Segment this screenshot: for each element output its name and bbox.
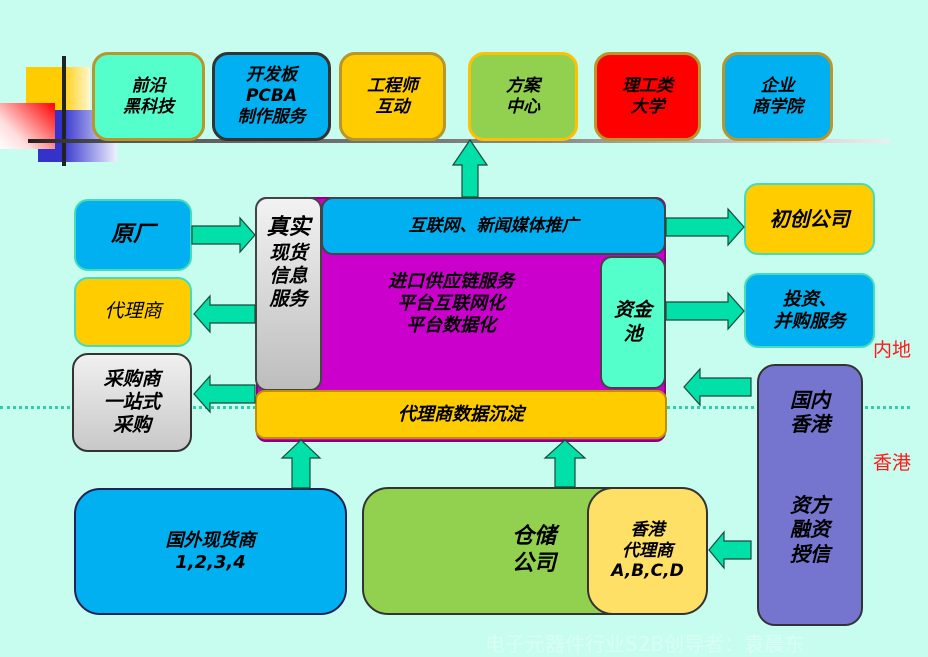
label: 理工类 xyxy=(622,75,673,96)
decor-vertical-line xyxy=(62,56,66,166)
arrow-right-to-startups xyxy=(665,207,745,247)
label: 资金 xyxy=(613,299,652,322)
top-box-frontier-tech: 前沿 黑科技 xyxy=(92,52,205,141)
region-label-hongkong: 香港 xyxy=(873,452,912,474)
startups-box: 初创公司 xyxy=(744,183,875,255)
label: 国外现货商 xyxy=(165,529,256,551)
label: 并购服务 xyxy=(773,310,846,332)
arrow-left-to-buyer xyxy=(193,374,256,414)
arrow-left-from-finance xyxy=(683,367,752,407)
label: 大学 xyxy=(630,96,665,117)
buyer-box: 采购商 一站式 采购 xyxy=(72,353,192,452)
label: 中心 xyxy=(506,96,540,117)
label: 池 xyxy=(623,322,643,345)
label: 代理商数据沉淀 xyxy=(398,403,524,425)
label: 工程师 xyxy=(367,75,418,96)
top-box-pcba: 开发板 PCBA 制作服务 xyxy=(212,52,331,141)
label: 采购 xyxy=(112,414,151,437)
label: 黑科技 xyxy=(123,96,174,117)
top-box-solution-center: 方案 中心 xyxy=(468,52,578,141)
hk-agent-box: 香港 代理商 A,B,C,D xyxy=(587,487,708,615)
decor-horizontal-line xyxy=(28,139,890,143)
internet-promo-box: 互联网、新闻媒体推广 xyxy=(321,197,666,255)
overseas-dealers-box: 国外现货商 1,2,3,4 xyxy=(74,488,347,615)
label: 企业 xyxy=(760,75,795,96)
label: 进口供应链服务 xyxy=(388,271,514,292)
label: 互联网、新闻媒体推广 xyxy=(408,215,579,236)
label: 方案 xyxy=(506,75,540,96)
arrow-right-to-investment xyxy=(665,291,745,331)
label: 授信 xyxy=(790,541,830,566)
label: 1,2,3,4 xyxy=(175,551,246,573)
label: 投资、 xyxy=(782,288,837,310)
top-box-universities: 理工类 大学 xyxy=(594,52,701,141)
arrow-up-from-overseas xyxy=(280,439,322,489)
arrow-up-from-warehouse xyxy=(543,439,587,488)
label: 平台互联网化 xyxy=(397,292,505,314)
label: 国内 xyxy=(790,388,830,412)
label: PCBA xyxy=(245,86,298,107)
arrow-right-manufacturer xyxy=(191,216,256,254)
region-label-mainland: 内地 xyxy=(873,339,912,361)
label: 资方 xyxy=(790,492,830,517)
label: 原厂 xyxy=(110,221,155,247)
label: 代理商 xyxy=(622,540,673,561)
label: 公司 xyxy=(512,551,557,576)
label: 融资 xyxy=(790,517,830,542)
label: 代理商 xyxy=(104,300,162,323)
label: 信息 xyxy=(269,265,308,287)
agent-box: 代理商 xyxy=(74,277,192,347)
label: 现货 xyxy=(269,241,308,264)
footer-credit: 电子元器件行业S2B创导者：袁晨东 xyxy=(485,632,805,656)
label: 开发板 xyxy=(246,65,297,86)
arrow-left-to-agent xyxy=(193,294,256,334)
label: 初创公司 xyxy=(769,206,850,231)
label: 商学院 xyxy=(752,96,803,117)
top-box-business-school: 企业 商学院 xyxy=(722,52,833,141)
real-stock-info-box: 真实 现货 信息 服务 xyxy=(255,197,322,391)
label: 香港 xyxy=(630,519,665,540)
label: 平台数据化 xyxy=(406,314,496,336)
label: A,B,C,D xyxy=(611,561,684,582)
investment-box: 投资、 并购服务 xyxy=(744,273,875,348)
top-box-engineers: 工程师 互动 xyxy=(339,52,446,141)
manufacturer-box: 原厂 xyxy=(74,199,192,271)
finance-box: 国内 香港 资方 融资 授信 xyxy=(757,364,863,626)
label: 服务 xyxy=(269,288,308,311)
label: 前沿 xyxy=(131,75,166,96)
fund-pool-box: 资金 池 xyxy=(600,256,666,389)
label: 制作服务 xyxy=(237,106,306,127)
label: 一站式 xyxy=(103,390,161,413)
label: 互动 xyxy=(375,96,410,117)
agent-data-box: 代理商数据沉淀 xyxy=(255,390,667,439)
arrow-up-to-solution-center xyxy=(451,138,489,198)
label: 真实 xyxy=(266,215,311,240)
label: 采购商 xyxy=(103,367,161,390)
label: 仓储 xyxy=(512,524,557,550)
label: 香港 xyxy=(790,412,830,437)
arrow-left-to-hk-agent xyxy=(708,530,752,570)
